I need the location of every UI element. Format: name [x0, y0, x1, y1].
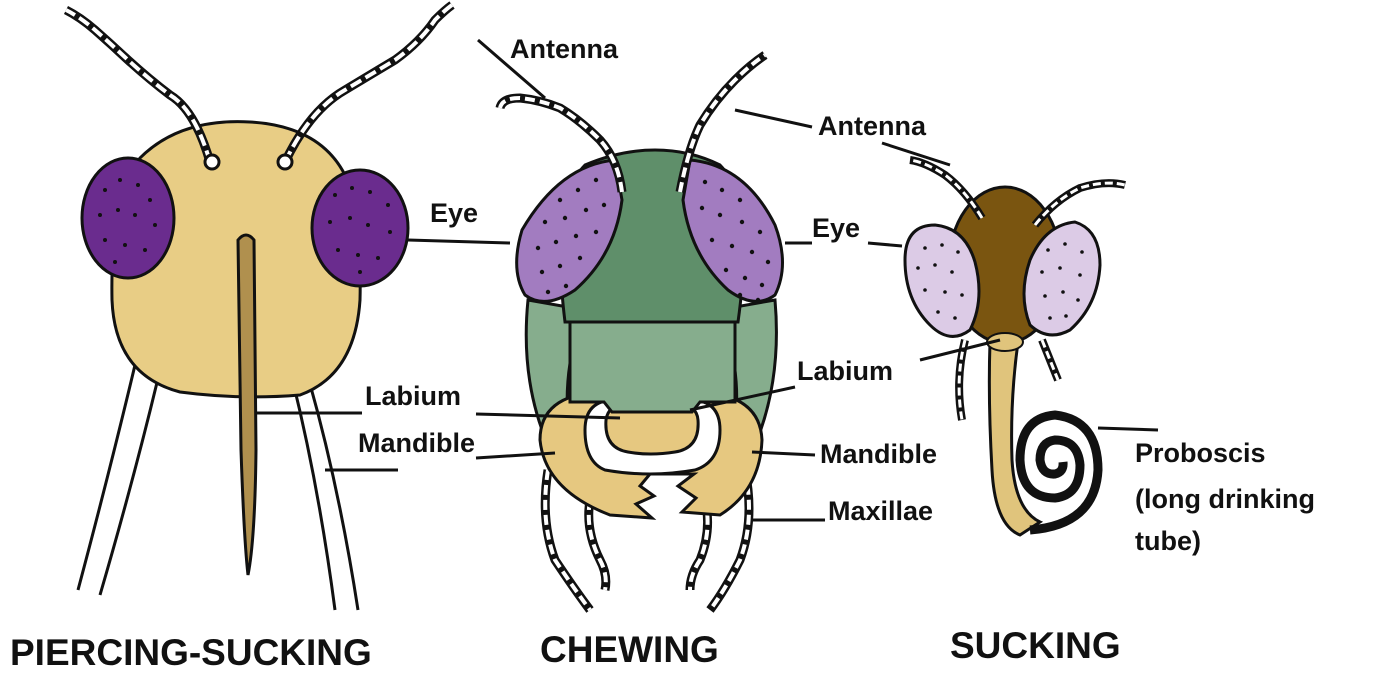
label-mandible-1: Mandible	[358, 428, 475, 458]
label-labium-2: Labium	[797, 356, 893, 386]
caption-sucking: SUCKING	[950, 625, 1121, 666]
sucking-proboscis-tube	[989, 342, 1040, 535]
leader-proboscis	[1098, 428, 1158, 430]
sucking-proboscis-coil	[1020, 415, 1098, 530]
piercing-bristle-left-outer	[78, 365, 135, 590]
chewing-head	[500, 55, 783, 610]
label-eye-1: Eye	[430, 198, 478, 228]
sucking-head	[905, 160, 1125, 535]
caption-chewing: CHEWING	[540, 629, 719, 670]
leader-eye-1	[408, 240, 510, 243]
label-mandible-2: Mandible	[820, 439, 937, 469]
label-proboscis-line3: tube)	[1135, 526, 1201, 556]
piercing-antenna-socket-left	[205, 155, 219, 169]
label-antenna-2: Antenna	[818, 111, 927, 141]
piercing-eye-right	[312, 170, 408, 286]
label-eye-2: Eye	[812, 213, 860, 243]
label-labium-1: Labium	[365, 381, 461, 411]
leader-antenna-2	[735, 110, 812, 127]
leader-eye-2b	[868, 243, 902, 246]
piercing-antenna-socket-right	[278, 155, 292, 169]
piercing-bristle-right-inner	[306, 370, 358, 610]
piercing-eye-left	[82, 158, 174, 278]
chewing-head-lower	[570, 322, 735, 412]
label-maxillae: Maxillae	[828, 496, 933, 526]
piercing-bristle-right-outer	[290, 370, 335, 610]
piercing-bristle-left-inner	[100, 370, 160, 595]
label-proboscis-line2: (long drinking	[1135, 484, 1315, 514]
label-antenna-1: Antenna	[510, 34, 619, 64]
caption-piercing-sucking: PIERCING-SUCKING	[10, 632, 372, 673]
piercing-sucking-head	[66, 5, 452, 610]
label-proboscis-line1: Proboscis	[1135, 438, 1266, 468]
piercing-stylet	[238, 235, 256, 575]
